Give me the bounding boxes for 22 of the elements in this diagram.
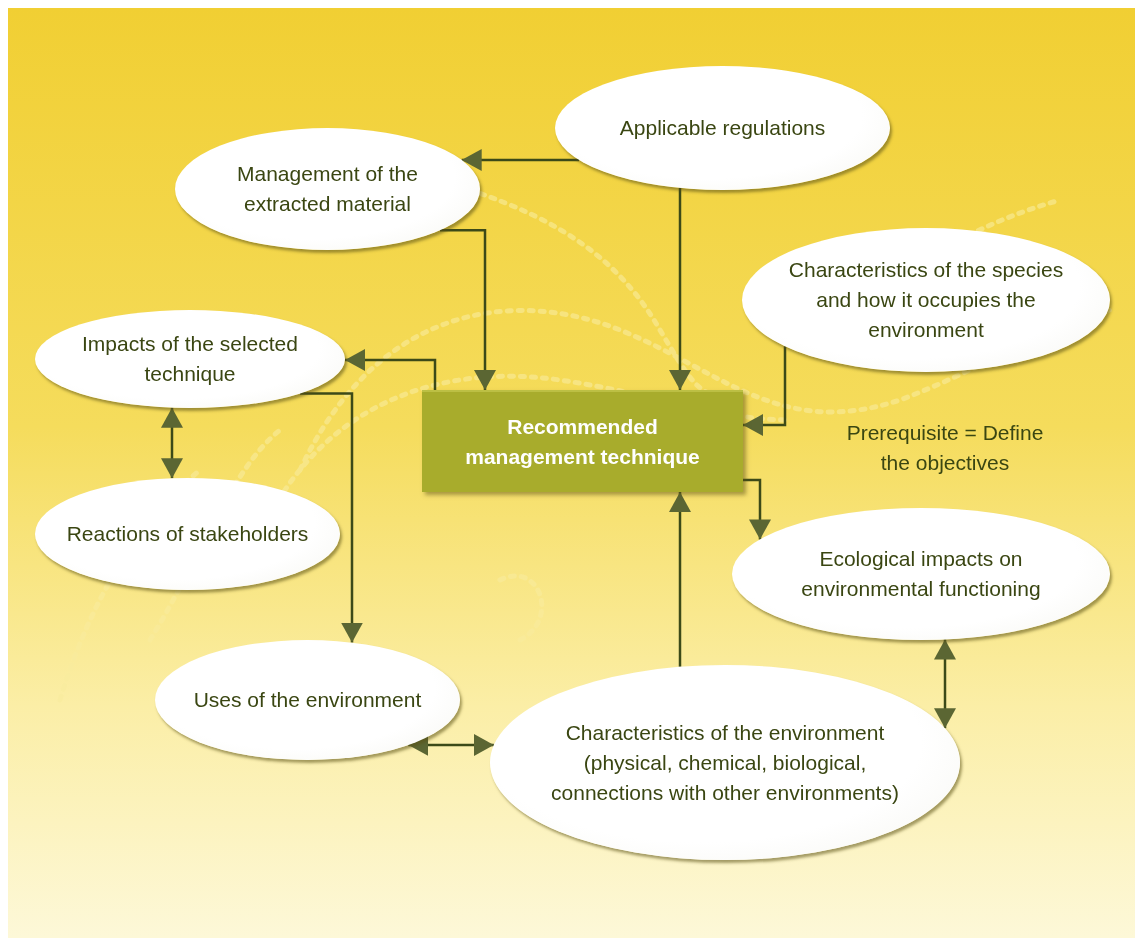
node-text: Ecological impacts on environmental functioning (800, 546, 1042, 602)
arrowhead (161, 407, 183, 479)
node-text: Reactions of stakeholders (66, 521, 309, 547)
node-text: Applicable regulations (619, 115, 826, 141)
node-text: Management of the extracted material (236, 161, 419, 217)
node-text: Impacts of the selected technique (81, 331, 299, 387)
arrow (345, 349, 437, 390)
box-title: Recommended management technique (464, 414, 701, 470)
node-text: Characteristics of the species and how it occupies the environment (787, 257, 1065, 343)
arrowhead (743, 478, 771, 540)
process-box (422, 390, 743, 492)
arrowhead (408, 734, 494, 756)
arrow (440, 228, 496, 390)
arrow (669, 492, 691, 667)
note-text: Prerequisite = Define the objectives (845, 420, 1045, 476)
node-text: Uses of the environment (193, 687, 422, 713)
node-text: Characteristics of the environment (physical, chemical, biological, connections with other environments) (550, 719, 900, 806)
arrow (300, 392, 363, 643)
arrowhead (461, 149, 579, 171)
arrowhead (934, 639, 956, 729)
arrow (743, 346, 787, 436)
arrow (669, 188, 691, 390)
